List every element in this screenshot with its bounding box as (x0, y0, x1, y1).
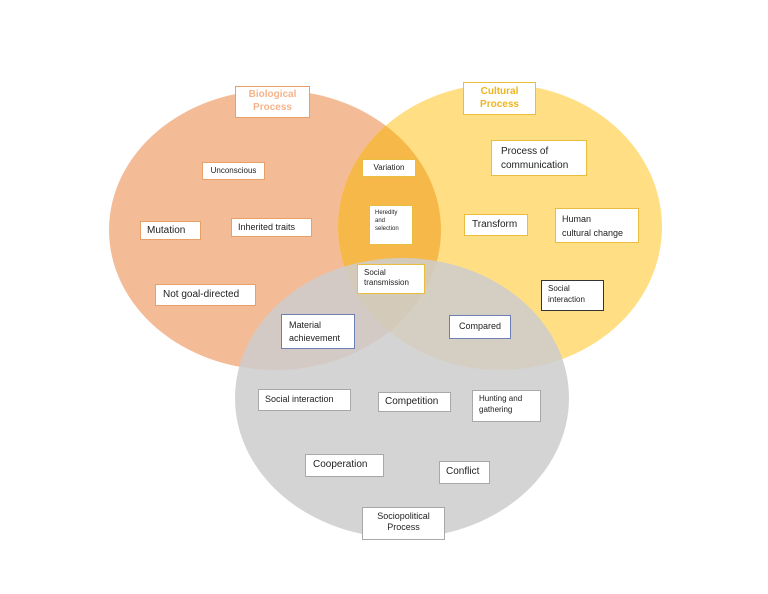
competition-label: Competition (378, 392, 451, 412)
inherited-traits-label: Inherited traits (231, 218, 312, 237)
transform-label: Transform (464, 214, 528, 236)
heredity-selection-label: Heredity and selection (369, 205, 413, 245)
material-achievement-label: Material achievement (281, 314, 355, 349)
cultural-process-title: Cultural Process (463, 82, 536, 115)
sociopolitical-process-title: Sociopolitical Process (362, 507, 445, 540)
social-interaction-label: Social interaction (258, 389, 351, 411)
process-of-communication-label: Process of communication (491, 140, 587, 176)
unconscious-label: Unconscious (202, 162, 265, 180)
variation-label: Variation (362, 159, 416, 177)
social-interaction-cultural-label: Social interaction (541, 280, 604, 311)
hunting-gathering-label: Hunting and gathering (472, 390, 541, 422)
conflict-label: Conflict (439, 461, 490, 484)
social-transmission-label: Social transmission (357, 264, 425, 294)
cooperation-label: Cooperation (305, 454, 384, 477)
biological-process-title: Biological Process (235, 86, 310, 118)
compared-label: Compared (449, 315, 511, 339)
not-goal-directed-label: Not goal-directed (155, 284, 256, 306)
human-cultural-change-label: Human cultural change (555, 208, 639, 243)
mutation-label: Mutation (140, 221, 201, 240)
